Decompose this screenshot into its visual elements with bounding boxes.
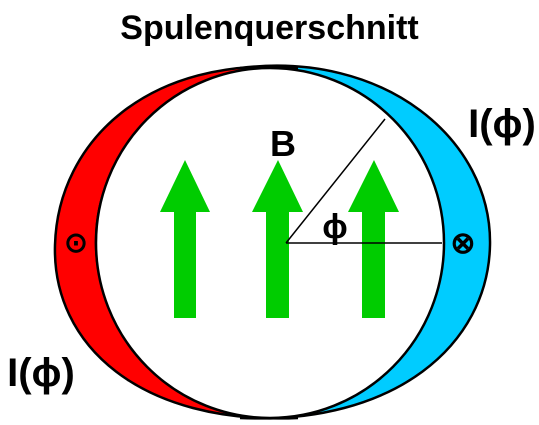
radius-line: [285, 118, 386, 244]
current-out-of-page-symbol: ⊙: [64, 227, 87, 258]
field-arrow-left: [160, 160, 210, 318]
field-label: B: [270, 123, 296, 164]
angle-label: ϕ: [322, 208, 347, 246]
field-arrow-right: [348, 160, 399, 318]
diagram-title: Spulenquerschnitt: [120, 9, 419, 47]
current-label-bottom-left: I(ϕ): [7, 351, 75, 395]
field-arrow-center: [252, 160, 303, 318]
field-arrows: [160, 160, 399, 318]
current-label-top-right: I(ϕ): [468, 102, 536, 146]
current-into-page-symbol: ⊗: [450, 227, 475, 260]
